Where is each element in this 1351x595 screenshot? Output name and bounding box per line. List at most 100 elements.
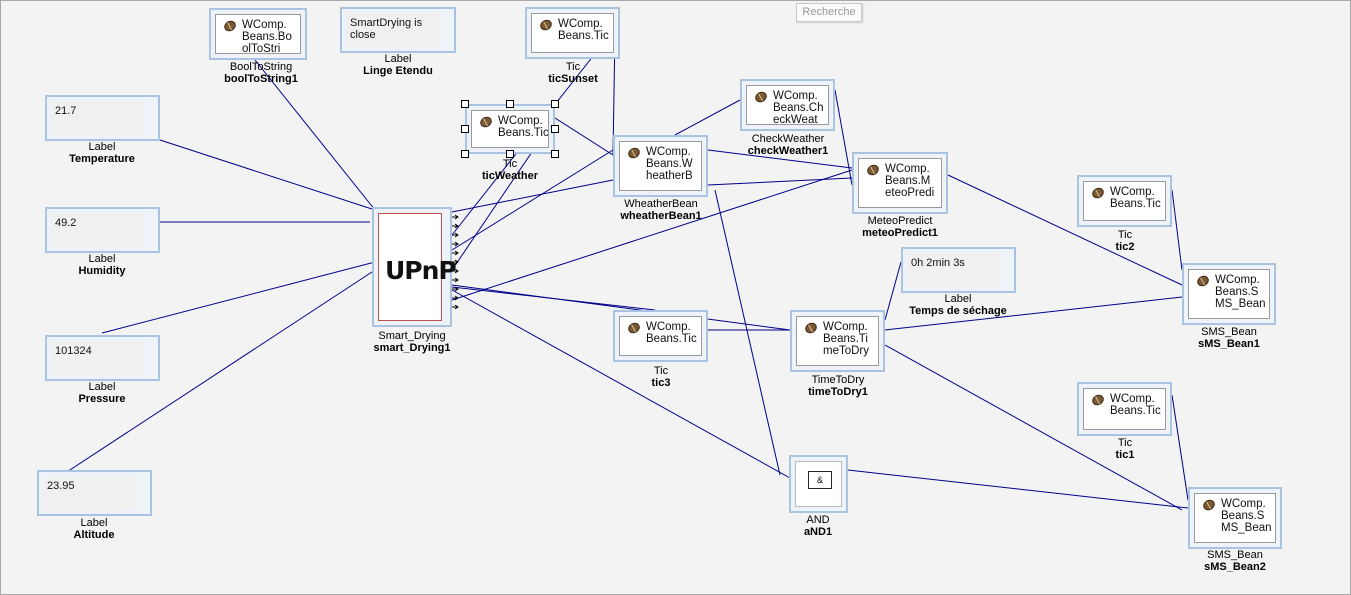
wire (714, 189, 781, 476)
label-value: SmartDrying is close (350, 17, 423, 41)
output-port-icon[interactable] (452, 250, 459, 256)
component-type: Label (80, 517, 108, 529)
component-name: ticWeather (481, 170, 539, 182)
component-type: SMS_Bean (1201, 326, 1257, 338)
wire (451, 149, 614, 251)
output-port-icon[interactable] (452, 214, 459, 220)
wire (847, 469, 1189, 509)
component-name: Temps de séchage (909, 305, 1007, 317)
output-port-icon[interactable] (452, 232, 459, 238)
wire (159, 139, 376, 211)
component-name: Temperature (69, 153, 135, 165)
and-gate-icon: & (808, 471, 832, 489)
label-value: 23.95 (47, 480, 75, 492)
selection-handle[interactable] (551, 100, 559, 108)
component-name: sMS_Bean2 (1204, 561, 1266, 573)
output-port-icon[interactable] (452, 241, 459, 247)
bean-icon (803, 320, 819, 336)
wire (451, 286, 656, 311)
component-name: tic2 (1115, 241, 1135, 253)
component-type: Tic (565, 61, 581, 73)
component-name: meteoPredict1 (862, 227, 938, 239)
wire (554, 117, 614, 156)
component-name: Humidity (78, 265, 126, 277)
bean-icon (626, 145, 642, 161)
component-type: BoolToString (229, 61, 293, 73)
component-type: Label (384, 53, 412, 65)
output-port-icon[interactable] (452, 304, 459, 310)
selection-handle[interactable] (506, 150, 514, 158)
output-port-icon[interactable] (452, 223, 459, 229)
component-type: Smart_Drying (378, 330, 446, 342)
component-name: Altitude (73, 529, 115, 541)
bean-icon (478, 114, 494, 130)
bean-icon (1090, 392, 1106, 408)
wire (1171, 394, 1189, 501)
component-type: TimeToDry (811, 374, 865, 386)
component-type: Label (944, 293, 972, 305)
component-name: boolToString1 (224, 73, 298, 85)
component-name: wheatherBean1 (620, 210, 702, 222)
component-body-text: WComp. Beans.M eteoPredi (885, 163, 935, 199)
component-body-text: WComp. Beans.S MS_Bean (1221, 498, 1272, 534)
output-port-icon[interactable] (452, 286, 459, 292)
component-type: MeteoPredict (867, 215, 933, 227)
component-body-text: WComp. Beans.Tic (646, 321, 697, 345)
upnp-logo: UPnP (385, 256, 457, 285)
wire (101, 261, 376, 334)
component-type: Tic (1117, 437, 1133, 449)
component-body-text: WComp. Beans.Tic (1110, 186, 1161, 210)
search-field[interactable]: Recherche (796, 3, 862, 22)
bean-icon (1090, 185, 1106, 201)
component-type: Tic (653, 365, 669, 377)
wire (834, 89, 853, 186)
component-name: ticSunset (548, 73, 598, 85)
selection-handle[interactable] (506, 100, 514, 108)
output-port-icon[interactable] (452, 295, 459, 301)
component-name: checkWeather1 (747, 145, 829, 157)
component-name: timeToDry1 (808, 386, 868, 398)
component-type: Tic (1117, 229, 1133, 241)
bean-icon (538, 17, 554, 33)
wire (707, 177, 853, 186)
component-body-text: WComp. Beans.Ti meToDry (823, 321, 870, 357)
label-value: 21.7 (55, 105, 77, 117)
component-type: WheatherBean (624, 198, 698, 210)
component-type: SMS_Bean (1207, 549, 1263, 561)
component-body-text: WComp. Beans.W heatherB (646, 146, 693, 182)
bean-icon (626, 320, 642, 336)
component-name: smart_Drying1 (373, 342, 451, 354)
selection-handle[interactable] (551, 125, 559, 133)
component-type: Label (88, 253, 116, 265)
component-body-text: WComp. Beans.S MS_Bean (1215, 274, 1266, 310)
component-body-text: WComp. Beans.Bo olToStri (242, 19, 292, 54)
bean-icon (222, 18, 238, 34)
wire (674, 99, 741, 136)
selection-handle[interactable] (461, 100, 469, 108)
label-value: 101324 (55, 345, 92, 357)
component-type: Tic (502, 158, 518, 170)
component-body-text: WComp. Beans.Tic (1110, 393, 1161, 417)
component-name: aND1 (803, 526, 833, 538)
selection-handle[interactable] (461, 150, 469, 158)
component-type: AND (806, 514, 830, 526)
bean-icon (1201, 497, 1217, 513)
component-body-text: WComp. Beans.Ch eckWeat (773, 90, 824, 125)
component-name: Pressure (78, 393, 126, 405)
component-type: Label (88, 381, 116, 393)
component-name: Linge Etendu (363, 65, 433, 77)
component-body-text: WComp. Beans.Tic (498, 115, 549, 139)
selection-handle[interactable] (461, 125, 469, 133)
wire (451, 179, 614, 213)
wire (884, 261, 902, 321)
bean-icon (753, 89, 769, 105)
selection-handle[interactable] (551, 150, 559, 158)
wire (1171, 189, 1183, 271)
component-name: tic1 (1115, 449, 1135, 461)
bean-icon (1195, 273, 1211, 289)
component-body-text: WComp. Beans.Tic (558, 18, 609, 42)
label-value: 49.2 (55, 217, 77, 229)
component-name: sMS_Bean1 (1198, 338, 1260, 350)
